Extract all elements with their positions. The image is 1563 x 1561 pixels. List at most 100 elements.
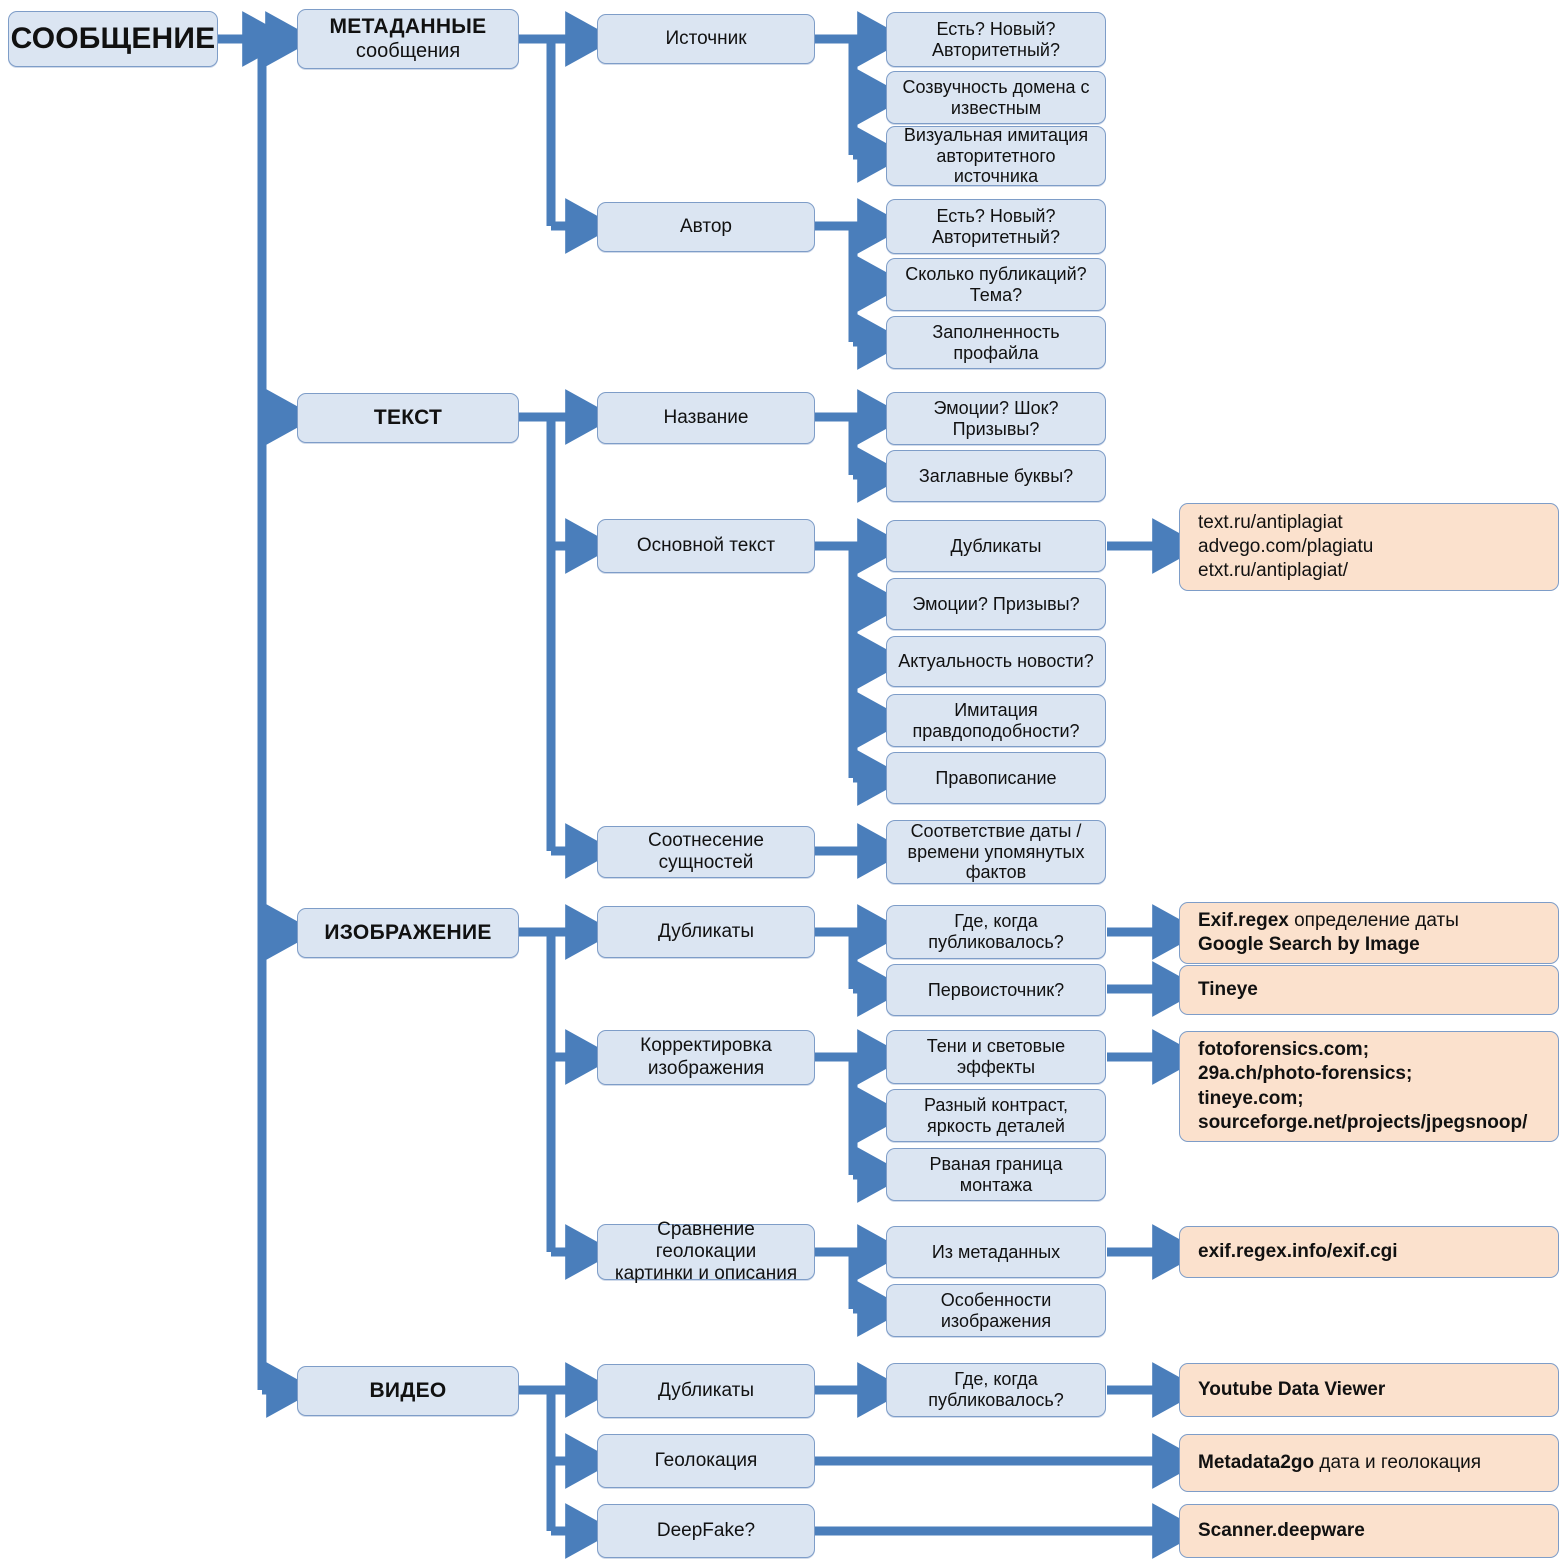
node-author-publications-line2: Тема? (969, 284, 1023, 305)
node-source-label: Источник (665, 27, 747, 49)
category-metadata-sublabel: сообщения (355, 40, 461, 63)
node-video-duplicates-label: Дубликаты (658, 1379, 754, 1401)
node-title-emotions-line2: Призывы? (952, 418, 1040, 439)
tool-box-scanner-deepware[interactable]: Scanner.deepware (1179, 1504, 1559, 1558)
node-video-geolocation-label: Геолокация (654, 1449, 758, 1471)
node-video-where-published[interactable]: Где, когда публиковалось? (886, 1363, 1106, 1417)
node-body-text[interactable]: Основной текст (597, 519, 815, 573)
tool-box-youtube-data-viewer[interactable]: Youtube Data Viewer (1179, 1363, 1559, 1417)
node-author-exists[interactable]: Есть? Новый? Авторитетный? (886, 199, 1106, 254)
node-image-correction-line2: изображения (647, 1057, 765, 1079)
tool-box-tineye[interactable]: Tineye (1179, 965, 1559, 1015)
node-title-capitals-label: Заглавные буквы? (918, 465, 1074, 486)
node-entity-date-line1: Соответствие даты / (910, 820, 1082, 841)
node-body-plausibility-imitation[interactable]: Имитация правдоподобности? (886, 694, 1106, 747)
node-source-visual-line3: источника (953, 166, 1039, 187)
category-image[interactable]: ИЗОБРАЖЕНИЕ (297, 908, 519, 958)
node-author-exists-line2: Авторитетный? (932, 226, 1060, 247)
node-author-profile-line1: Заполненность (932, 321, 1060, 342)
tool-exif-regex-note: определение даты (1294, 909, 1459, 931)
node-image-duplicates[interactable]: Дубликаты (597, 906, 815, 958)
node-source-domain-line1: Созвучность домена с (902, 76, 1090, 97)
tool-box-forensics[interactable]: fotoforensics.com; 29a.ch/photo-forensic… (1179, 1031, 1559, 1142)
node-image-correction[interactable]: Корректировка изображения (597, 1030, 815, 1085)
node-video-geolocation[interactable]: Геолокация (597, 1434, 815, 1488)
node-image-where-line1: Где, когда (954, 911, 1038, 932)
node-source-domain-similarity[interactable]: Созвучность домена с известным (886, 71, 1106, 124)
tool-exif-google-line-1: Exif.regex определение даты (1198, 910, 1459, 932)
node-entity-correlation-label: Соотнесение сущностей (648, 829, 764, 873)
node-image-edge-line1: Рваная граница (929, 1153, 1063, 1174)
node-body-spelling[interactable]: Правописание (886, 752, 1106, 804)
node-author[interactable]: Автор (597, 202, 815, 252)
node-entity-date-line3: фактов (965, 862, 1027, 883)
tool-box-exif-google[interactable]: Exif.regex определение даты Google Searc… (1179, 902, 1559, 964)
tool-metadata2go-name: Metadata2go (1198, 1451, 1315, 1473)
node-title-capitals[interactable]: Заглавные буквы? (886, 450, 1106, 502)
category-text-label: ТЕКСТ (373, 405, 443, 429)
node-video-where-line2: публиковалось? (928, 1390, 1064, 1410)
node-title[interactable]: Название (597, 392, 815, 444)
node-source-exists[interactable]: Есть? Новый? Авторитетный? (886, 12, 1106, 67)
node-body-imitation-line1: Имитация (954, 699, 1038, 720)
root-label: СООБЩЕНИЕ (10, 21, 216, 55)
tool-plagiarism-line-1: text.ru/antiplagiat (1198, 511, 1343, 533)
node-video-where-line1: Где, когда (954, 1369, 1038, 1390)
node-body-emotions-label: Эмоции? Призывы? (912, 593, 1080, 614)
node-author-publications[interactable]: Сколько публикаций? Тема? (886, 258, 1106, 311)
node-source-exists-line2: Авторитетный? (932, 39, 1060, 60)
node-title-label: Название (663, 406, 749, 428)
node-image-geolocation-compare[interactable]: Сравнение геолокации картинки и описания (597, 1219, 815, 1284)
node-source-visual-line2: авторитетного (936, 145, 1056, 166)
node-image-shadows-line1: Тени и световые (926, 1036, 1066, 1057)
node-body-actuality[interactable]: Актуальность новости? (886, 636, 1106, 687)
node-image-where-published[interactable]: Где, когда публиковалось? (886, 905, 1106, 959)
node-image-correction-line1: Корректировка (640, 1035, 772, 1057)
node-source[interactable]: Источник (597, 14, 815, 64)
tool-forensics-line-2: 29a.ch/photo-forensics; (1198, 1063, 1413, 1085)
node-title-emotions[interactable]: Эмоции? Шок? Призывы? (886, 392, 1106, 445)
node-source-visual-imitation[interactable]: Визуальная имитация авторитетного источн… (886, 124, 1106, 187)
node-image-contrast-brightness[interactable]: Разный контраст, яркость деталей (886, 1089, 1106, 1142)
node-image-where-line2: публиковалось? (928, 932, 1064, 952)
tool-metadata2go-note: дата и геолокация (1319, 1451, 1482, 1473)
tool-exif-cgi-name: exif.regex.info/exif.cgi (1198, 1240, 1398, 1262)
node-author-profile-completeness[interactable]: Заполненность профайла (886, 316, 1106, 369)
node-image-shadows-line2: эффекты (956, 1057, 1036, 1077)
node-entity-date-line2: времени упомянутых (907, 841, 1085, 862)
node-video-deepfake[interactable]: DeepFake? (597, 1504, 815, 1558)
node-body-emotions[interactable]: Эмоции? Призывы? (886, 578, 1106, 630)
category-video-label: ВИДЕО (369, 1378, 447, 1402)
tool-box-exif-cgi[interactable]: exif.regex.info/exif.cgi (1179, 1226, 1559, 1278)
tool-google-search-by-image: Google Search by Image (1198, 934, 1420, 955)
category-metadata[interactable]: МЕТАДАННЫЕ сообщения (297, 9, 519, 69)
category-metadata-label: МЕТАДАННЫЕ (329, 14, 487, 38)
node-image-montage-edge[interactable]: Рваная граница монтажа (886, 1148, 1106, 1201)
node-image-from-metadata-label: Из метаданных (931, 1241, 1061, 1262)
tool-box-metadata2go[interactable]: Metadata2go дата и геолокация (1179, 1434, 1559, 1492)
node-body-actuality-label: Актуальность новости? (898, 651, 1094, 672)
tool-box-plagiarism[interactable]: text.ru/antiplagiat advego.com/plagiatu … (1179, 503, 1559, 591)
node-entity-correlation[interactable]: Соотнесение сущностей (597, 826, 815, 878)
node-image-shadows-light[interactable]: Тени и световые эффекты (886, 1030, 1106, 1084)
tool-tineye-name: Tineye (1198, 978, 1258, 1000)
node-image-geo-line2: картинки и описания (614, 1263, 798, 1285)
node-image-features-line2: изображения (940, 1310, 1052, 1331)
category-video[interactable]: ВИДЕО (297, 1366, 519, 1416)
tool-exif-regex-name: Exif.regex (1198, 909, 1289, 931)
node-entity-date-match[interactable]: Соответствие даты / времени упомянутых ф… (886, 820, 1106, 884)
tool-plagiarism-line-2: advego.com/plagiatu (1198, 535, 1374, 557)
node-video-duplicates[interactable]: Дубликаты (597, 1364, 815, 1418)
node-source-visual-line1: Визуальная имитация (903, 124, 1089, 145)
node-body-duplicates-label: Дубликаты (950, 535, 1042, 556)
category-text[interactable]: ТЕКСТ (297, 393, 519, 443)
node-author-publications-line1: Сколько публикаций? (905, 263, 1087, 284)
root-node-message[interactable]: СООБЩЕНИЕ (8, 11, 218, 67)
node-author-profile-line2: профайла (953, 342, 1039, 363)
node-author-label: Автор (680, 215, 732, 237)
node-body-duplicates[interactable]: Дубликаты (886, 520, 1106, 572)
node-image-from-metadata[interactable]: Из метаданных (886, 1226, 1106, 1278)
node-image-features[interactable]: Особенности изображения (886, 1284, 1106, 1337)
node-image-original-source[interactable]: Первоисточник? (886, 964, 1106, 1016)
